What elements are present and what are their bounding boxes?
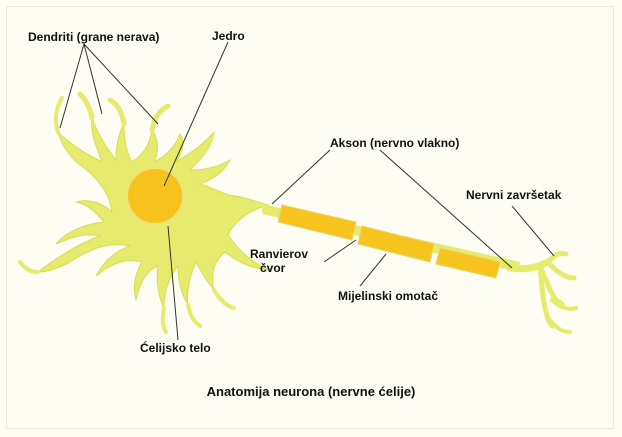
node-of-ranvier-label-line1: Ranvierov: [250, 247, 308, 261]
axon-terminal-label: Nervni završetak: [466, 188, 561, 202]
cell-body-label: Ćelijsko telo: [140, 341, 211, 355]
dendrites-label: Dendriti (grane nerava): [28, 30, 159, 44]
myelin-sheath-segments: [278, 205, 500, 278]
myelin-segment: [278, 205, 356, 240]
nucleus-shape: [127, 168, 183, 224]
diagram-caption: Anatomija neurona (nervne ćelije): [0, 384, 622, 399]
node-of-ranvier-label-line2: čvor: [260, 261, 285, 275]
myelin-segment: [358, 226, 434, 262]
axon-terminal-shape: [510, 253, 576, 332]
axon-label: Akson (nervno vlakno): [330, 136, 459, 150]
myelin-sheath-label: Mijelinski omotač: [338, 289, 438, 303]
nucleus-label: Jedro: [212, 29, 245, 43]
